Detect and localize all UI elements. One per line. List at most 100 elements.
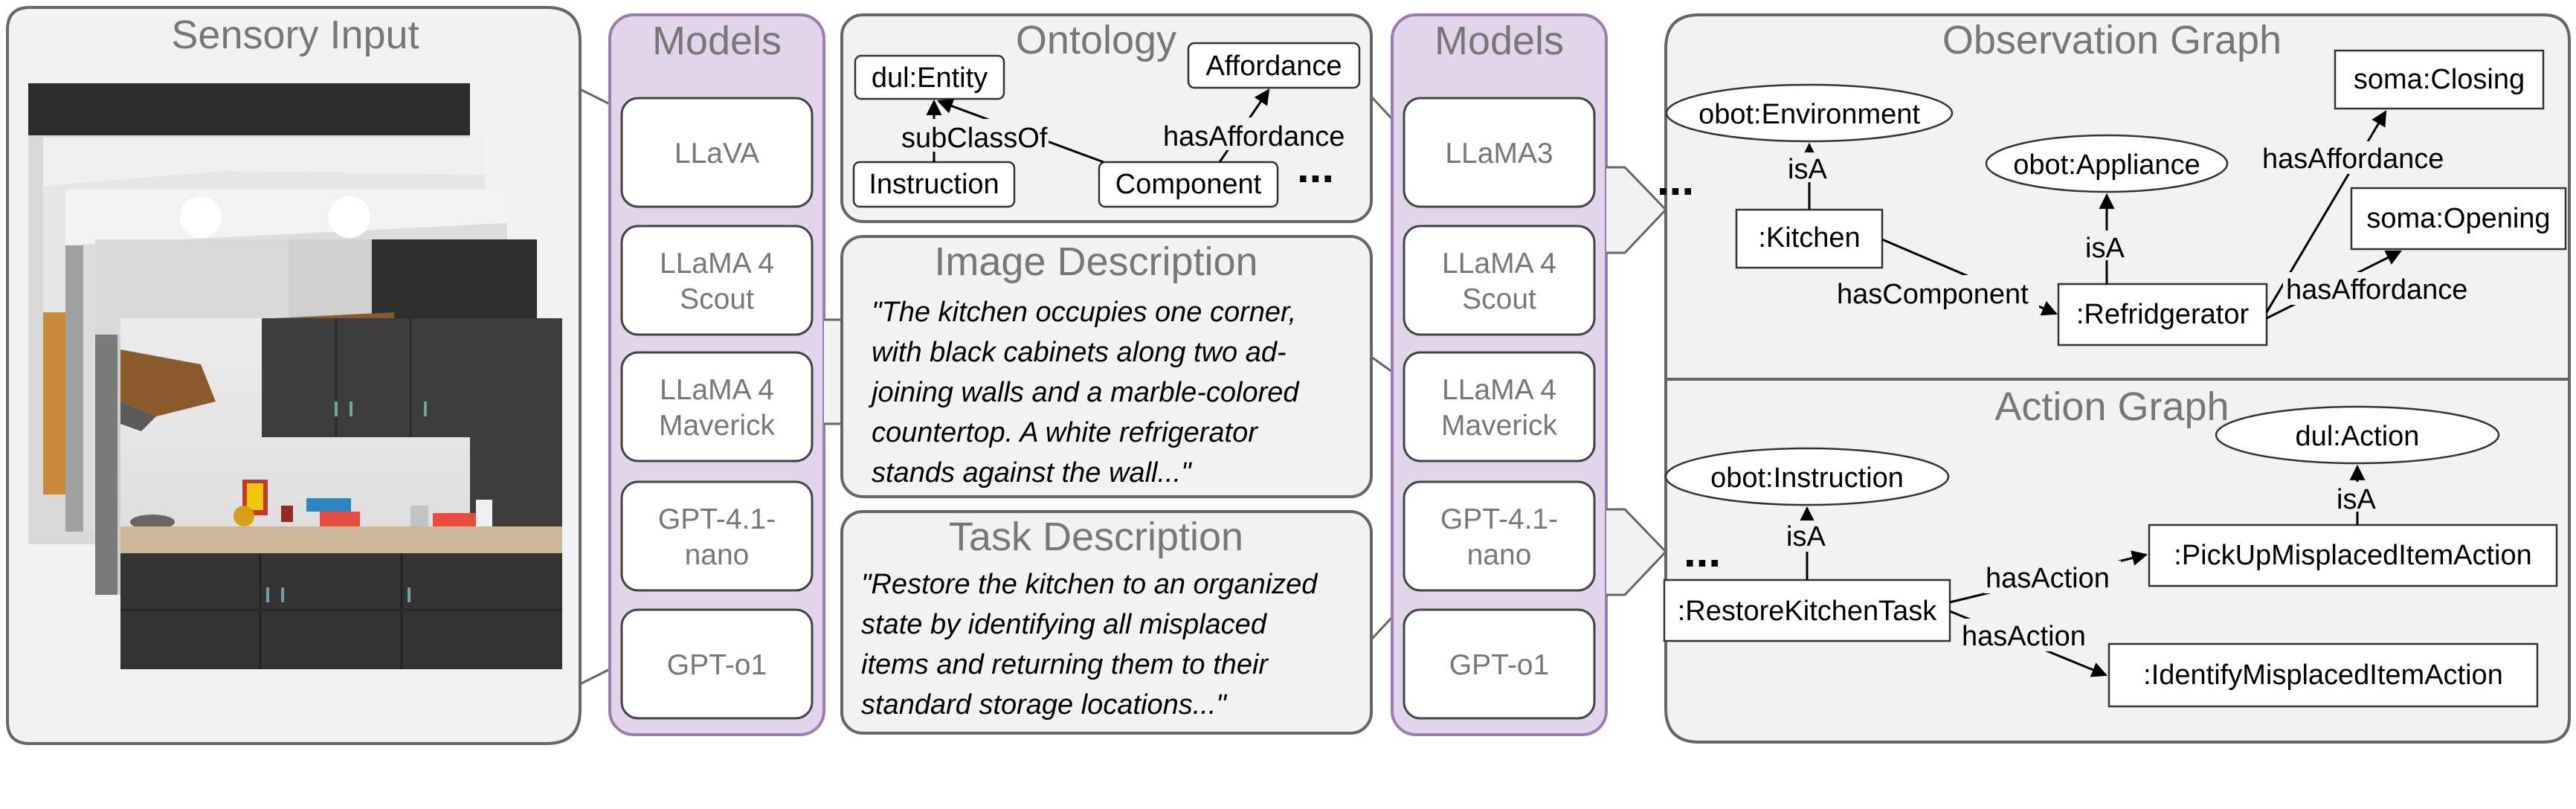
image-description-line: joining walls and a marble-colored [868, 377, 1300, 408]
image-description-title: Image Description [934, 239, 1258, 284]
connector-description-models [1371, 355, 1393, 373]
image-description-frame [840, 235, 1373, 498]
obs-node-appliance [1985, 134, 2229, 193]
image-description-line: stands against the wall..." [872, 457, 1192, 489]
task-description-frame [840, 510, 1373, 735]
task-description-line: state by identifying all misplaced [861, 609, 1268, 640]
act-node-task [1663, 578, 1951, 642]
right-model-label: GPT-4.1- [1440, 503, 1558, 535]
ontology-more-dots: ... [1297, 142, 1334, 192]
connector-line-bottom [579, 668, 611, 686]
models-left-title: Models [652, 19, 782, 63]
ontology-edge-label-hasaffordance: hasAffordance [1163, 121, 1345, 152]
svg-text::IdentifyMisplacedItemAction: :IdentifyMisplacedItemAction [2143, 660, 2503, 691]
svg-text:obot:Environment: obot:Environment [1698, 99, 1920, 130]
act-node-instruction [1664, 447, 1950, 506]
act-edge-label-isa1: isA [1786, 521, 1826, 552]
right-model-box [1403, 351, 1596, 462]
act-edge-label-isa2: isA [2337, 484, 2376, 515]
action-graph: Action Graph obot:Instruction :RestoreKi… [1663, 384, 2558, 708]
kitchen-image-stack [28, 83, 562, 669]
connector-task-models [1370, 616, 1394, 641]
arrow-models-to-action [1606, 508, 1668, 596]
left-model-0: LLaVA [620, 97, 814, 208]
obs-edge-label-hasaffordance2: hasAffordance [2286, 274, 2467, 306]
ontology-edge-label-subclassof: subClassOf [901, 123, 1048, 154]
kitchen-image-5 [120, 318, 562, 669]
right-model-label: Maverick [1441, 410, 1558, 442]
obs-node-closing [2334, 49, 2545, 110]
right-model-4: GPT-o1 [1403, 608, 1596, 720]
left-model-4: GPT-o1 [620, 608, 814, 720]
act-edge-label-hasaction2: hasAction [1962, 621, 2086, 652]
connector-ontology-models [1370, 95, 1394, 120]
obs-node-kitchen [1735, 208, 1884, 269]
task-description-panel: Task Description "Restore the kitchen to… [840, 510, 1373, 735]
svg-text:Instruction: Instruction [869, 169, 999, 200]
svg-text:dul:Action: dul:Action [2296, 421, 2420, 452]
svg-text:Component: Component [1115, 169, 1262, 200]
act-node-pickup [2148, 523, 2558, 587]
right-model-label: LLaMA 4 [1442, 248, 1556, 280]
observation-graph: Observation Graph obot:Environment :Kitc… [1657, 18, 2567, 347]
left-model-box [620, 608, 814, 720]
left-model-label: LLaVA [674, 138, 759, 170]
sensory-title: Sensory Input [171, 13, 419, 57]
image-description-line: "The kitchen occupies one corner, [872, 297, 1296, 328]
svg-text::Kitchen: :Kitchen [1758, 222, 1860, 254]
observation-graph-title: Observation Graph [1942, 18, 2282, 62]
svg-text:soma:Closing: soma:Closing [2354, 64, 2525, 95]
left-model-label: LLaMA 4 [660, 374, 774, 406]
obs-edge-label-hascomponent: hasComponent [1837, 279, 2029, 310]
sensory-input-panel: Sensory Input [6, 6, 611, 745]
obs-more-dots: ... [1657, 155, 1694, 204]
svg-text:Affordance: Affordance [1205, 51, 1342, 82]
task-description-line: items and returning them to their [861, 649, 1269, 680]
left-model-box [620, 351, 814, 462]
left-model-label: GPT-o1 [667, 649, 767, 681]
left-model-box [620, 480, 814, 592]
image-description-line: countertop. A white refrigerator [872, 417, 1258, 448]
left-model-label: Maverick [659, 410, 776, 442]
models-right-title: Models [1434, 19, 1564, 63]
right-model-2: LLaMA 4 Maverick [1403, 351, 1596, 462]
svg-text::RestoreKitchenTask: :RestoreKitchenTask [1678, 596, 1937, 627]
image-description-line: with black cabinets along two ad- [872, 337, 1287, 368]
ontology-panel: Ontology dul:Entity Affordance Instructi… [840, 13, 1373, 223]
ontology-node-entity [854, 54, 1005, 100]
svg-text::PickUpMisplacedItemAction: :PickUpMisplacedItemAction [2174, 540, 2532, 571]
act-node-identify [2108, 642, 2539, 708]
obs-node-refrigerator [2057, 283, 2268, 347]
ontology-node-affordance [1187, 42, 1361, 89]
image-description-panel: Image Description "The kitchen occupies … [840, 235, 1373, 498]
ontology-node-component [1098, 161, 1279, 208]
obs-node-environment [1665, 83, 1954, 143]
connector-line-top [579, 88, 611, 106]
right-model-label: LLaMA3 [1445, 138, 1553, 170]
svg-text:obot:Instruction: obot:Instruction [1710, 462, 1904, 494]
svg-text::Refridgerator: :Refridgerator [2076, 299, 2250, 330]
left-model-label: Scout [680, 283, 754, 315]
obs-edge-label-isa2: isA [2085, 233, 2125, 264]
right-model-box [1403, 608, 1596, 720]
ontology-title: Ontology [1016, 18, 1176, 62]
svg-text:dul:Entity: dul:Entity [872, 62, 988, 94]
obs-edge-label-isa1: isA [1788, 154, 1827, 185]
left-model-label: nano [685, 539, 750, 571]
action-graph-title: Action Graph [1994, 384, 2229, 429]
right-model-label: LLaMA 4 [1442, 374, 1556, 406]
right-model-label: nano [1467, 539, 1532, 571]
left-model-label: GPT-4.1- [658, 503, 776, 535]
task-description-title: Task Description [949, 515, 1243, 559]
svg-text:soma:Opening: soma:Opening [2366, 203, 2550, 234]
svg-text:obot:Appliance: obot:Appliance [2013, 149, 2200, 181]
act-node-action [2215, 405, 2500, 465]
right-model-label: GPT-o1 [1449, 649, 1549, 681]
left-model-3: GPT-4.1- nano [620, 480, 814, 592]
left-model-label: LLaMA 4 [660, 248, 774, 280]
